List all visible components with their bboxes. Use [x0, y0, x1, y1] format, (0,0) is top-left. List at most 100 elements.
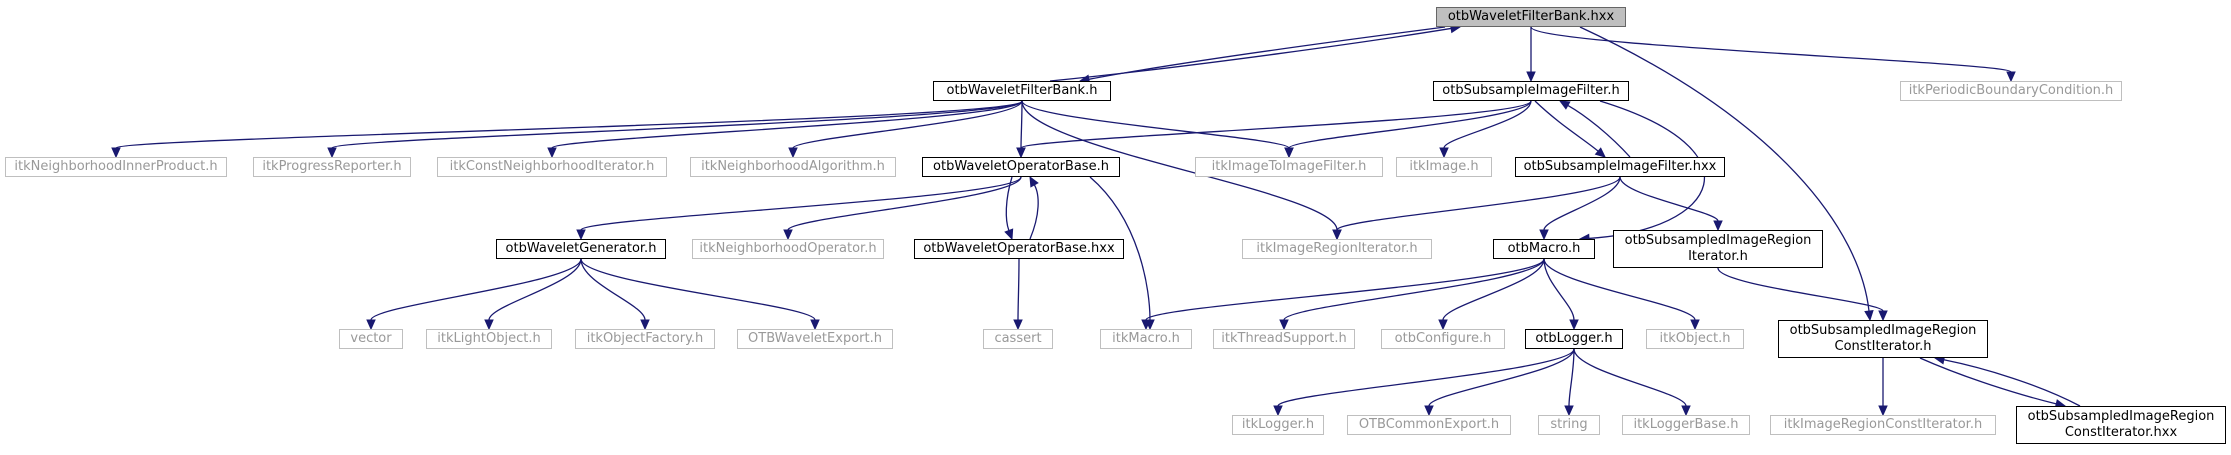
edge-n20-to-n21: [1543, 176, 1621, 231]
node-label-line: Iterator.h: [1688, 249, 1748, 264]
arrowhead-n20-to-n21: [1539, 229, 1549, 241]
node-label-line: itkNeighborhoodOperator.h: [699, 241, 877, 256]
edge-n18-to-n20: [1534, 100, 1599, 152]
node-otbwaveletoperatorbase-hxx[interactable]: otbWaveletOperatorBase.hxx: [914, 239, 1124, 259]
node-otbwaveletfilterbank-hxx[interactable]: otbWaveletFilterBank.hxx: [1436, 7, 1626, 27]
edge-n24-to-n25: [1277, 348, 1575, 407]
node-label-line: itkThreadSupport.h: [1221, 331, 1347, 346]
arrowhead-n20-to-n17: [1332, 229, 1342, 241]
node-itkobjectfactory-h: itkObjectFactory.h: [575, 329, 715, 349]
arrowhead-n18-to-n16: [1284, 147, 1294, 159]
edge-n1-to-n6: [1020, 100, 1023, 149]
node-label-line: OTBCommonExport.h: [1358, 417, 1500, 432]
node-label-line: otbWaveletFilterBank.hxx: [1447, 9, 1615, 24]
edge-n6-to-n13: [1005, 176, 1013, 231]
edge-n1-to-n4: [551, 100, 1023, 149]
edge-n1-to-n2: [115, 100, 1023, 149]
arrowhead-n13-to-n6: [1029, 175, 1039, 188]
node-otbwaveletoperatorbase-h[interactable]: otbWaveletOperatorBase.h: [922, 157, 1120, 177]
edge-n6-to-n7: [580, 176, 1022, 231]
arrowhead-n7-to-n8: [366, 319, 376, 331]
edge-n1-to-n17: [1021, 100, 1338, 231]
node-itkneighborhoodalgorithm-h: itkNeighborhoodAlgorithm.h: [690, 157, 896, 177]
arrowhead-n20-to-n18: [1558, 100, 1571, 110]
node-otbmacro-h[interactable]: otbMacro.h: [1493, 239, 1595, 259]
edge-n13-to-n14: [1017, 258, 1020, 321]
node-label-line: otbSubsampledImageRegion: [1789, 323, 1977, 338]
edge-n6-to-n12: [787, 176, 1022, 231]
edge-n7-to-n9: [488, 258, 582, 321]
arrowhead-n0-to-n34: [2006, 71, 2016, 83]
node-label-line: itkPeriodicBoundaryCondition.h: [1908, 83, 2114, 98]
node-label-line: itkImageRegionConstIterator.h: [1783, 417, 1983, 432]
edge-n18-to-n19: [1443, 100, 1532, 149]
node-label-line: itkImageToImageFilter.h: [1211, 159, 1367, 174]
node-vector: vector: [339, 329, 403, 349]
edge-n1-to-n16: [1021, 100, 1290, 149]
edge-n1-to-n3: [331, 100, 1023, 149]
edge-n7-to-n10: [580, 258, 646, 321]
node-label-line: otbWaveletFilterBank.h: [946, 83, 1098, 98]
node-itkperiodicboundarycondition-h: itkPeriodicBoundaryCondition.h: [1900, 81, 2122, 101]
node-label-line: otbSubsampledImageRegion: [2027, 409, 2215, 424]
node-otbconfigure-h: otbConfigure.h: [1381, 329, 1505, 349]
edge-n6-to-n15: [1089, 176, 1151, 321]
node-label-line: itkNeighborhoodInnerProduct.h: [14, 159, 218, 174]
edge-n21-to-n23: [1442, 258, 1545, 321]
arrowhead-n13-to-n14: [1013, 319, 1023, 331]
node-otbwaveletfilterbank-h[interactable]: otbWaveletFilterBank.h: [933, 81, 1111, 101]
node-label-line: otbSubsampleImageFilter.h: [1442, 83, 1620, 98]
node-label-line: itkProgressReporter.h: [262, 159, 402, 174]
node-otbsubsampleimagefilter-h[interactable]: otbSubsampleImageFilter.h: [1433, 81, 1629, 101]
node-label-line: otbConfigure.h: [1394, 331, 1492, 346]
node-label-line: string: [1550, 417, 1588, 432]
edge-n33-to-n31: [1943, 359, 2081, 407]
node-label-line: otbMacro.h: [1507, 241, 1581, 256]
node-otbwaveletgenerator-h[interactable]: otbWaveletGenerator.h: [496, 239, 666, 259]
node-label-line: itkNeighborhoodAlgorithm.h: [701, 159, 885, 174]
edge-n24-to-n27: [1568, 348, 1575, 407]
node-label-line: itkObject.h: [1659, 331, 1731, 346]
arrowhead-n24-to-n28: [1681, 405, 1691, 417]
arrowhead-n0-to-n31: [1864, 310, 1874, 322]
arrowhead-n21-to-n29: [1690, 319, 1700, 331]
node-label-line: otbWaveletOperatorBase.hxx: [923, 241, 1115, 256]
edge-n20-to-n17: [1336, 176, 1621, 231]
edge-n7-to-n11: [580, 258, 816, 321]
node-otbsubsampleimagefilter-hxx[interactable]: otbSubsampleImageFilter.hxx: [1515, 157, 1725, 177]
arrowhead-n24-to-n27: [1564, 405, 1574, 417]
edge-n21-to-n24: [1543, 258, 1575, 321]
arrowhead-n1-to-n3: [327, 147, 337, 159]
node-label-line: otbLogger.h: [1535, 331, 1613, 346]
node-label-line: itkImage.h: [1409, 159, 1479, 174]
edge-n20-to-n30: [1619, 176, 1719, 222]
node-label-line: otbSubsampledImageRegion: [1624, 233, 1812, 248]
arrowhead-n6-to-n12: [783, 229, 793, 241]
node-label-line: itkLightObject.h: [437, 331, 541, 346]
edge-n21-to-n15: [1145, 258, 1545, 321]
node-label-line: ConstIterator.h: [1834, 339, 1932, 354]
node-itkimageregionconstiterator-h: itkImageRegionConstIterator.h: [1770, 415, 1996, 435]
edge-n30-to-n31: [1717, 267, 1884, 312]
edge-n7-to-n8: [370, 258, 582, 321]
node-label-line: otbSubsampleImageFilter.hxx: [1523, 159, 1717, 174]
node-itklogger-h: itkLogger.h: [1232, 415, 1324, 435]
node-otbcommonexport-h: OTBCommonExport.h: [1347, 415, 1511, 435]
node-label-line: OTBWaveletExport.h: [748, 331, 882, 346]
node-otblogger-h[interactable]: otbLogger.h: [1525, 329, 1623, 349]
node-itkneighborhoodinnerproduct-h: itkNeighborhoodInnerProduct.h: [5, 157, 227, 177]
node-itkprogressreporter-h: itkProgressReporter.h: [253, 157, 411, 177]
arrowhead-n6-to-n7: [576, 229, 586, 241]
edge-n24-to-n26: [1428, 348, 1575, 407]
edge-n0-to-n31: [1579, 26, 1870, 312]
arrowhead-n24-to-n26: [1424, 405, 1434, 417]
node-label-line: cassert: [994, 331, 1042, 346]
node-label-line: itkConstNeighborhoodIterator.h: [449, 159, 655, 174]
edge-n24-to-n28: [1573, 348, 1687, 407]
node-label-line: itkObjectFactory.h: [586, 331, 704, 346]
arrowhead-n7-to-n9: [484, 319, 494, 331]
